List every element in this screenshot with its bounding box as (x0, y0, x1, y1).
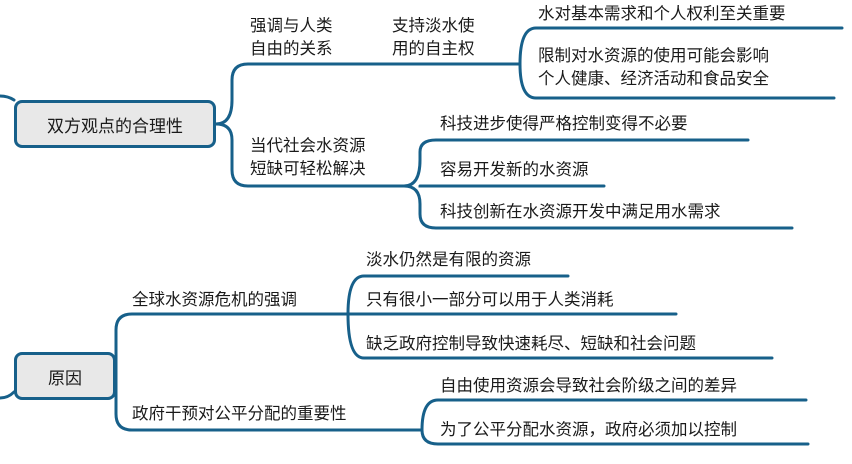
topic-label: 双方观点的合理性 (47, 116, 183, 137)
leaf-lack-of-control[interactable]: 缺乏政府控制导致快速耗尽、短缺和社会问题 (366, 334, 696, 353)
leaf-tech-innovation[interactable]: 科技创新在水资源开发中满足用水需求 (440, 202, 721, 221)
branch-label-human-freedom[interactable]: 强调与人类 自由的关系 (250, 16, 333, 58)
link-t2b2-leaf1 (420, 398, 808, 432)
branch-label-shortage-solvable[interactable]: 当代社会水资源 短缺可轻松解决 (250, 136, 366, 178)
leaf-tech-progress[interactable]: 科技进步使得严格控制变得不必要 (440, 114, 688, 133)
link-topic2-branch1 (114, 312, 350, 376)
link-t2b1-leaf3 (346, 312, 774, 360)
topic-label: 原因 (48, 368, 82, 389)
topic-node-reasons[interactable]: 原因 (14, 352, 116, 400)
trunk-topic1 (0, 94, 16, 102)
branch-label-government-intervention[interactable]: 政府干预对公平分配的重要性 (132, 404, 347, 423)
link-topic2-branch2 (114, 372, 424, 432)
leaf-small-portion[interactable]: 只有很小一部分可以用于人类消耗 (366, 290, 614, 309)
leaf-restriction-impact[interactable]: 限制对水资源的使用可能会影响 个人健康、经济活动和食品安全 (538, 46, 769, 88)
link-sub-leaf1 (518, 26, 844, 66)
leaf-class-differences[interactable]: 自由使用资源会导致社会阶级之间的差异 (440, 376, 737, 395)
link-t2b1-leaf1 (346, 274, 570, 316)
trunk-topic2 (0, 390, 16, 400)
leaf-fair-distribution[interactable]: 为了公平分配水资源，政府必须加以控制 (440, 420, 737, 439)
link-t2b2-leaf2 (420, 428, 810, 446)
sub-label-water-autonomy[interactable]: 支持淡水使 用的自主权 (392, 16, 475, 58)
topic-node-rationality[interactable]: 双方观点的合理性 (14, 100, 216, 148)
link-branch2-leaf1 (402, 138, 750, 188)
link-sub-leaf2 (518, 62, 836, 100)
leaf-limited-resource[interactable]: 淡水仍然是有限的资源 (366, 250, 531, 269)
leaf-new-sources[interactable]: 容易开发新的水资源 (440, 160, 589, 179)
branch-label-global-crisis[interactable]: 全球水资源危机的强调 (132, 290, 297, 309)
link-topic1-branch1 (214, 62, 374, 126)
leaf-basic-needs[interactable]: 水对基本需求和个人权利至关重要 (538, 4, 786, 23)
link-branch2-leaf3 (402, 184, 794, 230)
link-topic1-branch2 (214, 122, 406, 188)
